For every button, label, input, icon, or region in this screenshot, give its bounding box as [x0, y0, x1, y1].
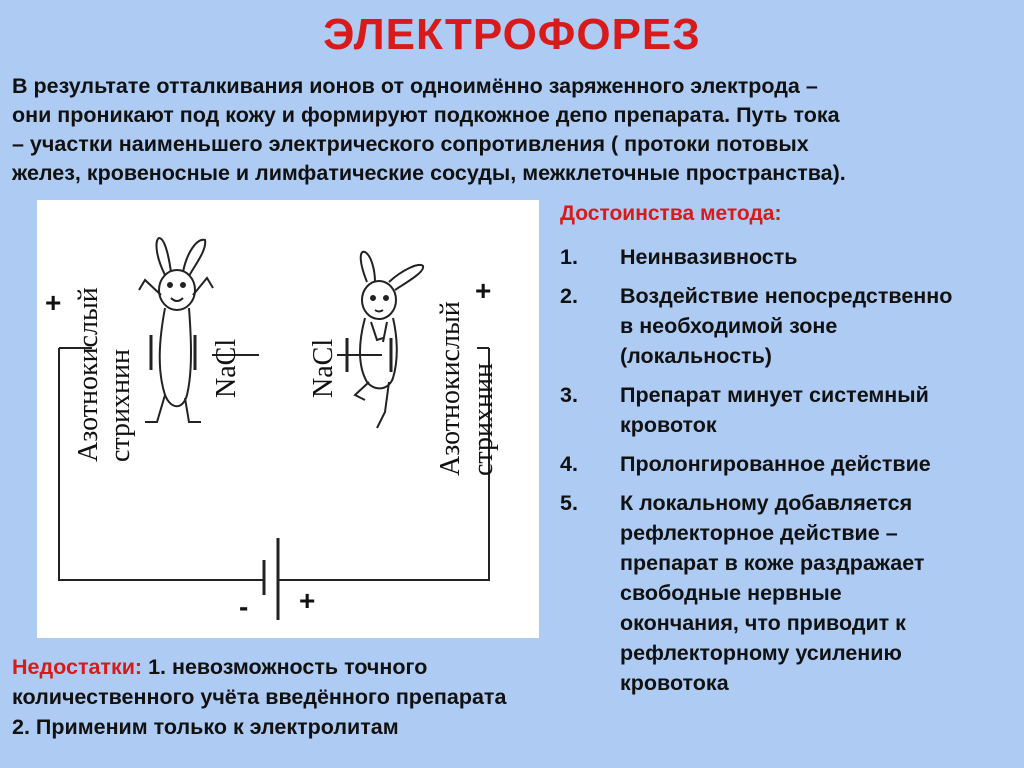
nacl-left-label: NaCl [211, 339, 242, 398]
battery-icon [262, 538, 280, 620]
rabbit-left-icon [138, 236, 214, 423]
advantages-title: Достоинства метода: [560, 202, 782, 225]
list-line: кровоток [620, 413, 717, 437]
list-line: рефлекторное действие – [620, 521, 898, 545]
list-line: Пролонгированное действие [620, 452, 931, 476]
disadvantages-line: количественного учёта введённого препара… [12, 685, 507, 709]
left-label-line1: Азотнокислый [73, 287, 104, 462]
list-number: 4. [560, 452, 578, 476]
right-label-line1: Азотнокислый [435, 301, 466, 476]
list-text: Пролонгированное действие [620, 449, 931, 479]
list-text: Воздействие непосредственно в необходимо… [620, 281, 952, 371]
disadvantages-line: Недостатки: 1. невозможность точного [12, 652, 612, 682]
list-line: рефлекторному усилению [620, 641, 902, 665]
list-text: Препарат минует системный кровоток [620, 380, 929, 440]
list-number: 5. [560, 491, 578, 515]
intro-line: они проникают под кожу и формируют подко… [12, 103, 840, 127]
disadvantages-label: Недостатки: [12, 655, 143, 679]
circuit-illustration: + + - + Азотнокислый стрихнин NaCl NaCl … [45, 236, 499, 622]
disadvantages-line: 2. Применим только к электролитам [12, 715, 399, 739]
list-number: 2. [560, 284, 578, 308]
battery-plus-sign: + [299, 585, 315, 616]
list-item: 1. Неинвазивность [560, 242, 1020, 272]
nacl-right-label: NaCl [308, 339, 339, 398]
electrophoresis-diagram: + + - + Азотнокислый стрихнин NaCl NaCl … [37, 200, 539, 638]
list-item: 4. Пролонгированное действие [560, 449, 1020, 479]
list-line: К локальному добавляется [620, 491, 913, 515]
battery-minus-sign: - [239, 591, 248, 622]
plus-sign-left: + [45, 287, 61, 318]
list-line: кровотока [620, 671, 729, 695]
list-text: К локальному добавляется рефлекторное де… [620, 488, 924, 698]
list-item: 5. К локальному добавляется рефлекторное… [560, 488, 1020, 698]
list-line: Препарат минует системный [620, 383, 929, 407]
list-item: 2. Воздействие непосредственно в необход… [560, 281, 1020, 371]
disadvantages-text: 1. невозможность точного [142, 655, 428, 679]
list-line: окончания, что приводит к [620, 611, 906, 635]
slide-title: ЭЛЕКТРОФОРЕЗ [323, 10, 701, 59]
electrode-plates [149, 335, 393, 372]
intro-line: – участки наименьшего электрического соп… [12, 132, 809, 156]
advantages-list: 1. Неинвазивность 2. Воздействие непосре… [560, 242, 1020, 707]
list-number: 1. [560, 245, 578, 269]
intro-line: желез, кровеносные и лимфатические сосуд… [12, 161, 846, 185]
left-label-line2: стрихнин [105, 349, 136, 462]
list-line: Воздействие непосредственно [620, 284, 953, 308]
rabbit-right-icon [353, 250, 425, 429]
disadvantages-section: Недостатки: 1. невозможность точного кол… [12, 652, 612, 742]
list-number: 3. [560, 383, 578, 407]
list-line: в необходимой зоне [620, 314, 838, 338]
list-line: Неинвазивность [620, 245, 798, 269]
right-label-line2: стрихнин [468, 363, 499, 476]
intro-line: В результате отталкивания ионов от однои… [12, 74, 818, 98]
list-line: препарат в коже раздражает [620, 551, 925, 575]
intro-paragraph: В результате отталкивания ионов от однои… [12, 72, 1012, 188]
list-line: свободные нервные [620, 581, 842, 605]
list-item: 3. Препарат минует системный кровоток [560, 380, 1020, 440]
plus-sign-right: + [475, 275, 491, 306]
list-line: (локальность) [620, 344, 772, 368]
list-text: Неинвазивность [620, 242, 798, 272]
